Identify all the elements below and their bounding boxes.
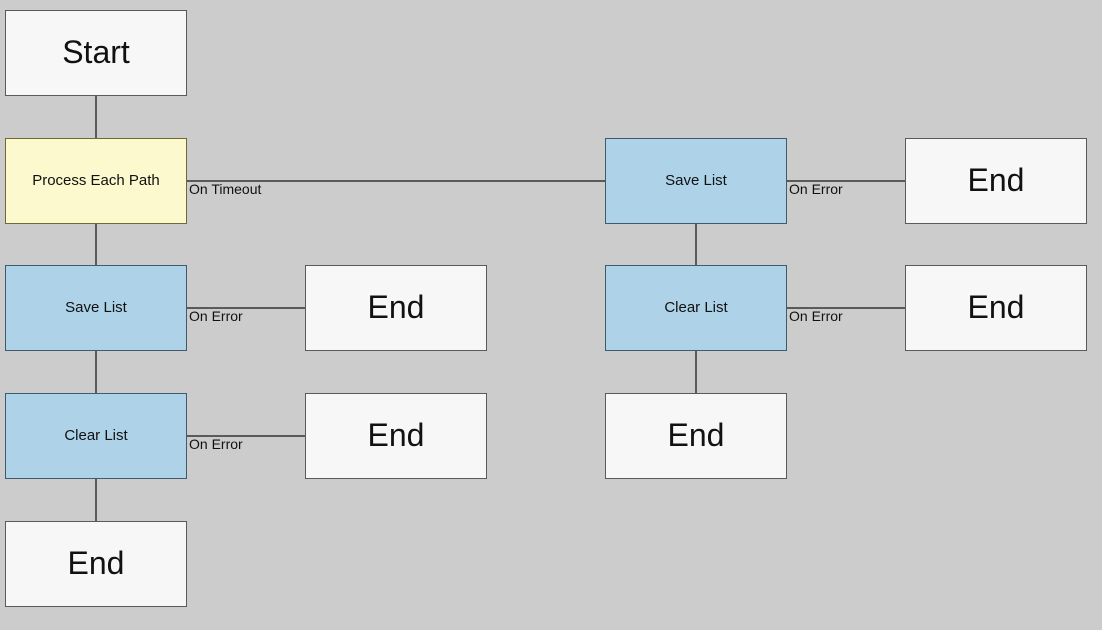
node-end-far-2[interactable]: End — [905, 265, 1087, 351]
edge-e-saveleft-clearleft — [95, 350, 97, 394]
node-save-right[interactable]: Save List — [605, 138, 787, 224]
node-end-left[interactable]: End — [5, 521, 187, 607]
edge-label-lbl-on-error-2: On Error — [189, 436, 243, 452]
node-label: Save List — [65, 298, 127, 316]
edge-e-start-loop — [95, 95, 97, 139]
edge-label-lbl-on-error-1: On Error — [189, 308, 243, 324]
node-clear-right[interactable]: Clear List — [605, 265, 787, 351]
node-start[interactable]: Start — [5, 10, 187, 96]
node-end-mid-1[interactable]: End — [305, 265, 487, 351]
edge-label-lbl-on-error-3: On Error — [789, 181, 843, 197]
edge-label-lbl-on-timeout: On Timeout — [189, 181, 262, 197]
node-label: End — [367, 417, 425, 454]
node-end-mid-2[interactable]: End — [305, 393, 487, 479]
node-end-far-1[interactable]: End — [905, 138, 1087, 224]
node-clear-left[interactable]: Clear List — [5, 393, 187, 479]
node-label: Clear List — [64, 426, 128, 444]
node-end-right-b[interactable]: End — [605, 393, 787, 479]
node-label: End — [667, 417, 725, 454]
node-label: End — [967, 162, 1025, 199]
edge-e-saveright-clearright — [695, 223, 697, 266]
edge-e-clearright-endfar2 — [786, 307, 906, 309]
edge-e-saveleft-endmid1 — [186, 307, 306, 309]
node-label: Save List — [665, 171, 727, 189]
node-label: End — [967, 289, 1025, 326]
node-label: End — [367, 289, 425, 326]
edge-label-lbl-on-error-4: On Error — [789, 308, 843, 324]
node-label: Start — [62, 34, 130, 71]
edge-e-loop-saveleft — [95, 223, 97, 266]
edge-e-clearleft-endleft — [95, 478, 97, 522]
node-label: Process Each Path — [32, 171, 160, 189]
edge-e-clearright-endright — [695, 350, 697, 394]
node-save-left[interactable]: Save List — [5, 265, 187, 351]
edge-e-clearleft-endmid2 — [186, 435, 306, 437]
node-label: Clear List — [664, 298, 728, 316]
edge-e-loop-saveright — [186, 180, 606, 182]
node-loop[interactable]: Process Each Path — [5, 138, 187, 224]
edge-e-saveright-endfar1 — [786, 180, 906, 182]
node-label: End — [67, 545, 125, 582]
